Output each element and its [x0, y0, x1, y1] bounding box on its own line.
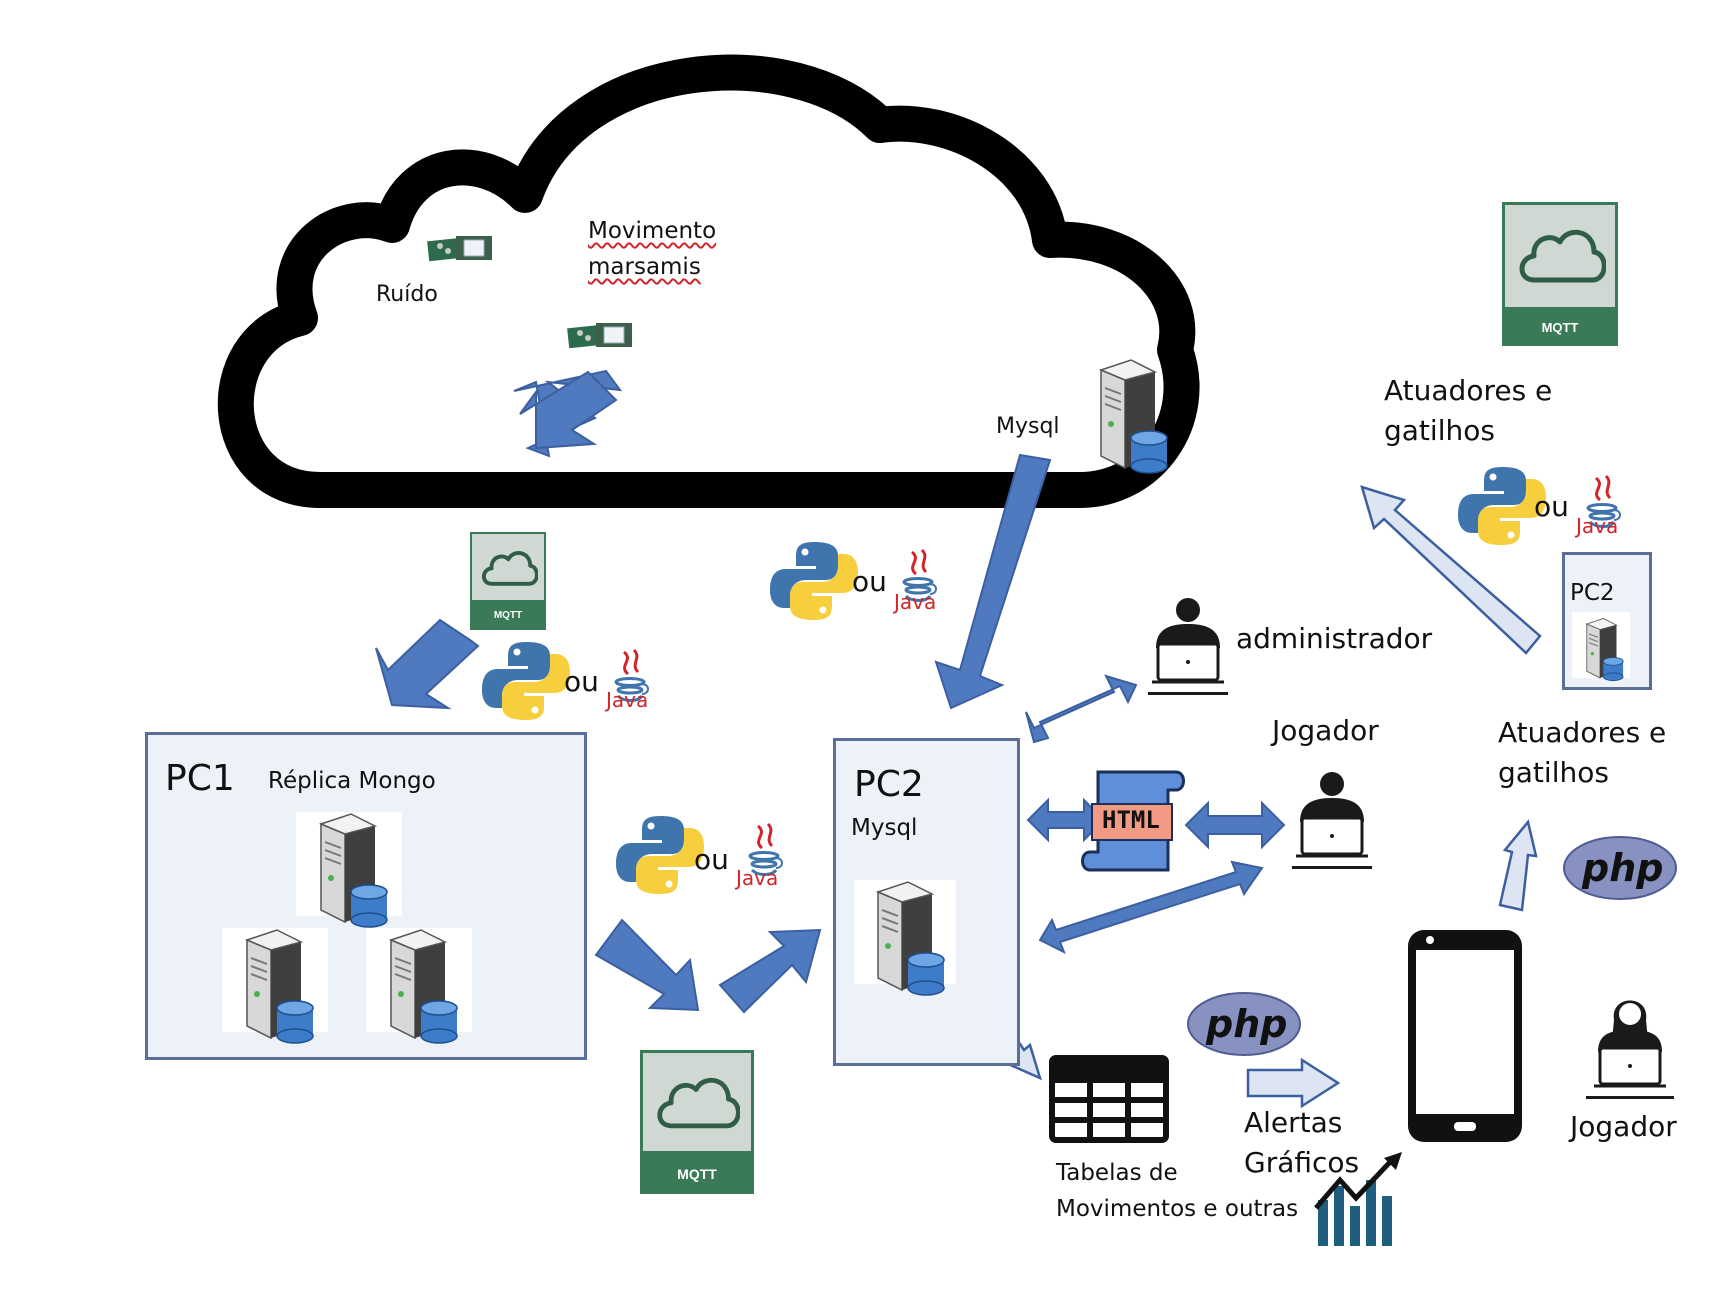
pc2-title: PC2: [854, 764, 924, 805]
tables-icon-header: [1052, 1058, 1166, 1080]
php-text-bottom: php: [1206, 1002, 1288, 1046]
pc2-small-title: PC2: [1570, 580, 1615, 606]
label-graficos: Gráficos: [1244, 1146, 1360, 1179]
label-java-4: Java: [1576, 514, 1619, 538]
label-jogador-top: Jogador: [1272, 714, 1379, 747]
label-java-2: Java: [606, 688, 649, 712]
label-jogador-bottom: Jogador: [1570, 1110, 1677, 1143]
php-logo-bottom: [1187, 992, 1301, 1056]
pc2-subtitle: Mysql: [851, 815, 918, 841]
cloud-outline-icon: [657, 1077, 740, 1129]
mqtt-icon-bottom: MQTT: [636, 1046, 758, 1198]
label-java-3: Java: [736, 866, 779, 890]
arrow-pc2-admin: [1025, 674, 1138, 744]
arrow-to-atuadores-mid: [1498, 819, 1538, 912]
mqtt-icon-left: MQTT: [468, 530, 548, 632]
cloud-outline-icon: [1519, 229, 1606, 283]
php-text-top: php: [1582, 846, 1664, 890]
arrow-mqtt-to-pc2: [718, 928, 822, 1014]
label-atuadores-top-1: Atuadores e: [1384, 374, 1553, 407]
cloud-shape: [217, 54, 1200, 508]
html-document-icon: [1081, 770, 1185, 872]
label-marsamis: marsamis: [588, 254, 701, 280]
label-movimento: Movimento: [588, 218, 717, 244]
html-label: HTML: [1102, 806, 1160, 834]
pc1-title: PC1: [165, 758, 235, 799]
mqtt-icon-top-right: MQTT: [1498, 198, 1622, 350]
cloud-outline-icon: [481, 551, 538, 586]
label-alertas: Alertas: [1244, 1106, 1343, 1139]
label-ou-4: ou: [1534, 490, 1569, 523]
label-java-1: Java: [894, 590, 937, 614]
php-logo-top: [1563, 836, 1677, 900]
label-cloud-mysql: Mysql: [996, 414, 1060, 439]
arrow-pc2-jogador-lower: [1038, 860, 1264, 955]
label-tabelas-1: Tabelas de: [1056, 1160, 1178, 1186]
arrow-mqtt-to-pc1: [375, 618, 480, 710]
growth-chart-icon: [1314, 1152, 1402, 1246]
label-ou-1: ou: [852, 565, 887, 598]
label-administrador: administrador: [1236, 622, 1433, 655]
arrow-html-jogador: [1184, 800, 1286, 850]
label-ou-3: ou: [694, 843, 729, 876]
label-atuadores-mid-1: Atuadores e: [1498, 716, 1667, 749]
label-ruido: Ruído: [376, 282, 438, 307]
arrow-to-atuadores-top: [1360, 485, 1542, 655]
label-ou-2: ou: [564, 665, 599, 698]
label-tabelas-2: Movimentos e outras: [1056, 1196, 1299, 1222]
arrow-pc1-to-mqtt: [594, 918, 700, 1012]
smartphone-icon: [1408, 930, 1522, 1142]
pc1-subtitle: Réplica Mongo: [268, 768, 436, 794]
label-atuadores-mid-2: gatilhos: [1498, 756, 1609, 789]
arrow-cloud-to-pc2: [934, 453, 1052, 710]
arrow-tables-to-app: [1246, 1057, 1341, 1109]
jogador-female-person-icon: [1586, 1000, 1674, 1099]
label-atuadores-top-2: gatilhos: [1384, 414, 1495, 447]
